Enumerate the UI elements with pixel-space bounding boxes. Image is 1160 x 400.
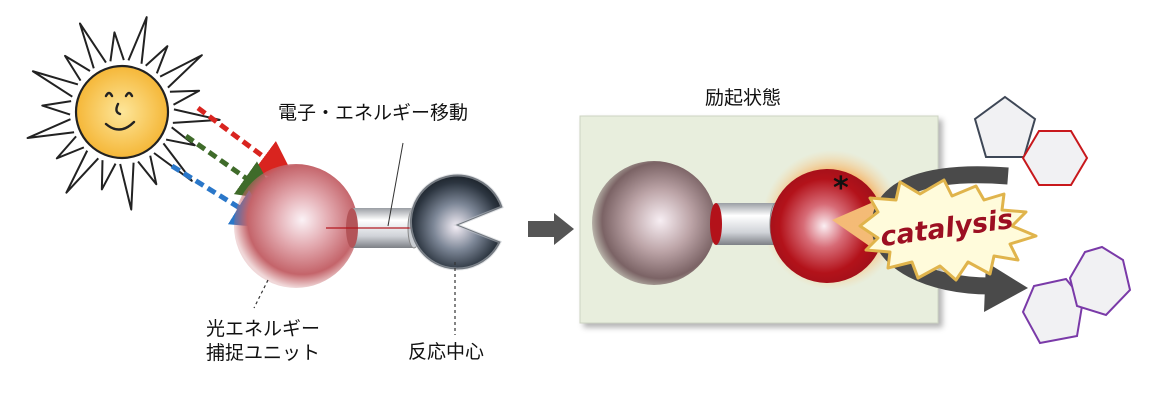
light-capture-unit-label: 光エネルギー 捕捉ユニット [206, 318, 320, 366]
product-molecule [1021, 245, 1132, 345]
energy-transfer-label: 電子・エネルギー移動 [278, 102, 469, 124]
sun-ray [172, 108, 221, 124]
reaction-center-label: 反応中心 [408, 341, 485, 363]
sun-icon [26, 16, 221, 211]
sun-ray [78, 22, 107, 69]
excited-asterisk: * [833, 171, 849, 206]
sun-ray [169, 89, 201, 106]
light-ray-red [196, 105, 297, 181]
sun-ray [137, 155, 158, 186]
transition-arrow [528, 213, 574, 245]
sun-ray [145, 45, 169, 74]
excited-reaction-center [770, 169, 878, 283]
transfer-pointer-line [387, 142, 404, 227]
excited-capture-unit [592, 161, 716, 285]
capture-label-line1: 光エネルギー [206, 318, 321, 340]
capture-pointer-line [253, 279, 269, 309]
reaction-center-rim [409, 173, 504, 271]
sun-ray [55, 135, 85, 160]
light-capture-unit [234, 164, 358, 288]
sun-ray [65, 150, 100, 194]
sun-face [104, 91, 136, 131]
reactant-hexagon [1021, 130, 1089, 186]
sun-ray [119, 162, 135, 211]
sun-ray [26, 118, 75, 140]
sun-ray [109, 31, 125, 62]
capture-label-line2: 捕捉ユニット [206, 341, 321, 364]
catalysis-burst [858, 178, 1038, 282]
sun-ray [64, 54, 91, 82]
sun-ray [41, 100, 72, 116]
sun-ray [153, 142, 193, 182]
sun-ray [100, 160, 117, 191]
excited-state-label: 励起状態 [705, 87, 782, 109]
sun-ray [127, 16, 148, 64]
sun-ray [165, 126, 196, 147]
reactant-pentagon [973, 95, 1037, 158]
catalysis-cycle-arrowhead [984, 262, 1028, 312]
sun-ray [31, 70, 79, 98]
sun-ray [159, 54, 203, 89]
